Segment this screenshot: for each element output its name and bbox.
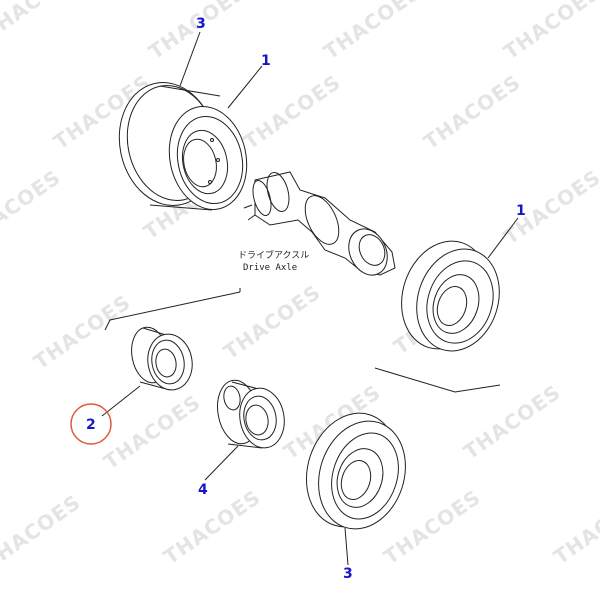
bearing-bottom[interactable]: [292, 401, 419, 540]
watermark-text: THACOES: [29, 290, 135, 374]
drive-axle-caption: ドライブアクスル Drive Axle: [238, 249, 309, 273]
watermark-text: THACOES: [319, 0, 425, 64]
watermark-text: THACOES: [459, 380, 565, 464]
callout-labels: 3 1 1 2 4 3: [86, 16, 526, 582]
watermark-text: THACOES: [159, 485, 265, 569]
callout-3-bottom: 3: [343, 566, 353, 582]
hub-part-2[interactable]: [127, 324, 196, 393]
highlight-circle: [70, 403, 112, 445]
drive-axle[interactable]: [243, 170, 396, 281]
callout-1-top: 1: [261, 53, 271, 69]
callout-3-top: 3: [196, 16, 206, 32]
watermark-text: THACOES: [0, 490, 85, 574]
leader-lines: [101, 31, 519, 566]
bearing-top-left[interactable]: [108, 73, 256, 216]
watermark-text: THACOES: [499, 165, 600, 249]
watermark-text: THACOES: [0, 0, 85, 44]
watermark-text: THACOES: [419, 70, 525, 154]
watermark-text: THACOES: [99, 390, 205, 474]
callout-4: 4: [198, 482, 208, 498]
drive-axle-label-jp: ドライブアクスル: [238, 249, 309, 261]
watermark-text: THACOES: [219, 280, 325, 364]
watermark-text: THACOES: [549, 485, 600, 569]
watermark-text: THACOES: [0, 165, 65, 249]
drive-axle-label-en: Drive Axle: [243, 263, 297, 273]
callout-2: 2: [86, 417, 96, 433]
watermark-text: THACOES: [499, 0, 600, 64]
callout-1-right: 1: [516, 203, 526, 219]
watermark-text: THACOES: [239, 70, 345, 154]
hub-part-4[interactable]: [213, 377, 289, 451]
bearing-right[interactable]: [104, 230, 512, 393]
watermark-text: THACOES: [144, 0, 250, 64]
